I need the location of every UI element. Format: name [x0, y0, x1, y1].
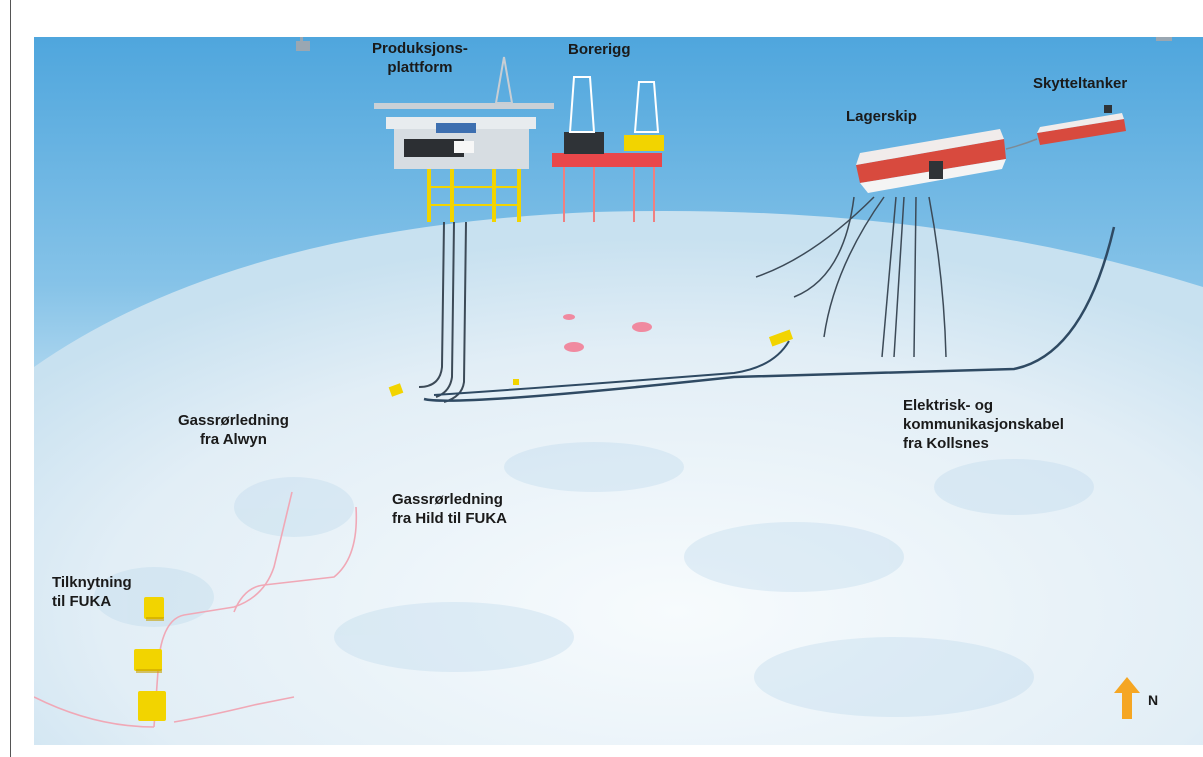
label-storage-ship: Lagerskip — [846, 108, 917, 125]
label-fuka-tie-in-line2: til FUKA — [52, 593, 112, 610]
fso-risers — [755, 196, 947, 358]
label-power-cable-line3: fra Kollsnes — [903, 435, 989, 452]
distant-rig-right — [1156, 37, 1172, 41]
hild-fuka-pipelines — [34, 491, 358, 728]
left-border-line — [10, 0, 11, 757]
north-label: N — [1148, 692, 1159, 708]
label-production-platform: Produksjons- plattform — [372, 39, 468, 77]
label-shuttle-tanker: Skytteltanker — [1033, 75, 1128, 92]
label-gas-pipeline-hild-line1: Gassrørledning — [392, 491, 503, 508]
label-drilling-rig: Borerigg — [568, 41, 631, 58]
fuka-module-shadows — [136, 617, 164, 673]
label-power-cable: Elektrisk- og kommunikasjonskabel fra Ko… — [903, 396, 1064, 453]
shuttle-tanker — [1037, 105, 1126, 145]
label-production-platform-line1: Produksjons- — [372, 40, 468, 57]
north-indicator: N — [1112, 675, 1172, 723]
field-layout-svg — [34, 37, 1203, 745]
label-gas-pipeline-alwyn-line2: fra Alwyn — [199, 431, 267, 448]
drill-targets — [563, 314, 652, 352]
production-platform — [374, 56, 554, 222]
label-gas-pipeline-alwyn-line1: Gassrørledning — [178, 412, 289, 429]
seabed — [34, 210, 1203, 745]
flowline-to-template — [433, 340, 790, 396]
label-power-cable-line2: kommunikasjonskabel — [903, 416, 1064, 433]
distant-rig-left — [296, 37, 310, 51]
subsea-templates — [388, 329, 794, 397]
field-illustration — [34, 37, 1203, 745]
label-production-platform-line2: plattform — [387, 59, 453, 76]
kollsnes-cable — [423, 226, 1116, 402]
label-fuka-tie-in-line1: Tilknytning — [52, 574, 132, 591]
label-gas-pipeline-alwyn: Gassrørledning fra Alwyn — [178, 411, 289, 449]
fuka-tie-in-modules — [134, 597, 166, 721]
label-fuka-tie-in: Tilknytning til FUKA — [52, 573, 132, 611]
seabed-texture — [94, 442, 1094, 717]
label-gas-pipeline-hild-line2: fra Hild til FUKA — [392, 510, 507, 527]
drilling-rig — [552, 76, 664, 222]
north-arrow-icon — [1114, 677, 1140, 719]
label-power-cable-line1: Elektrisk- og — [903, 397, 994, 414]
offloading-hose — [1005, 138, 1038, 150]
label-gas-pipeline-hild: Gassrørledning fra Hild til FUKA — [392, 490, 507, 528]
storage-ship — [856, 129, 1006, 193]
